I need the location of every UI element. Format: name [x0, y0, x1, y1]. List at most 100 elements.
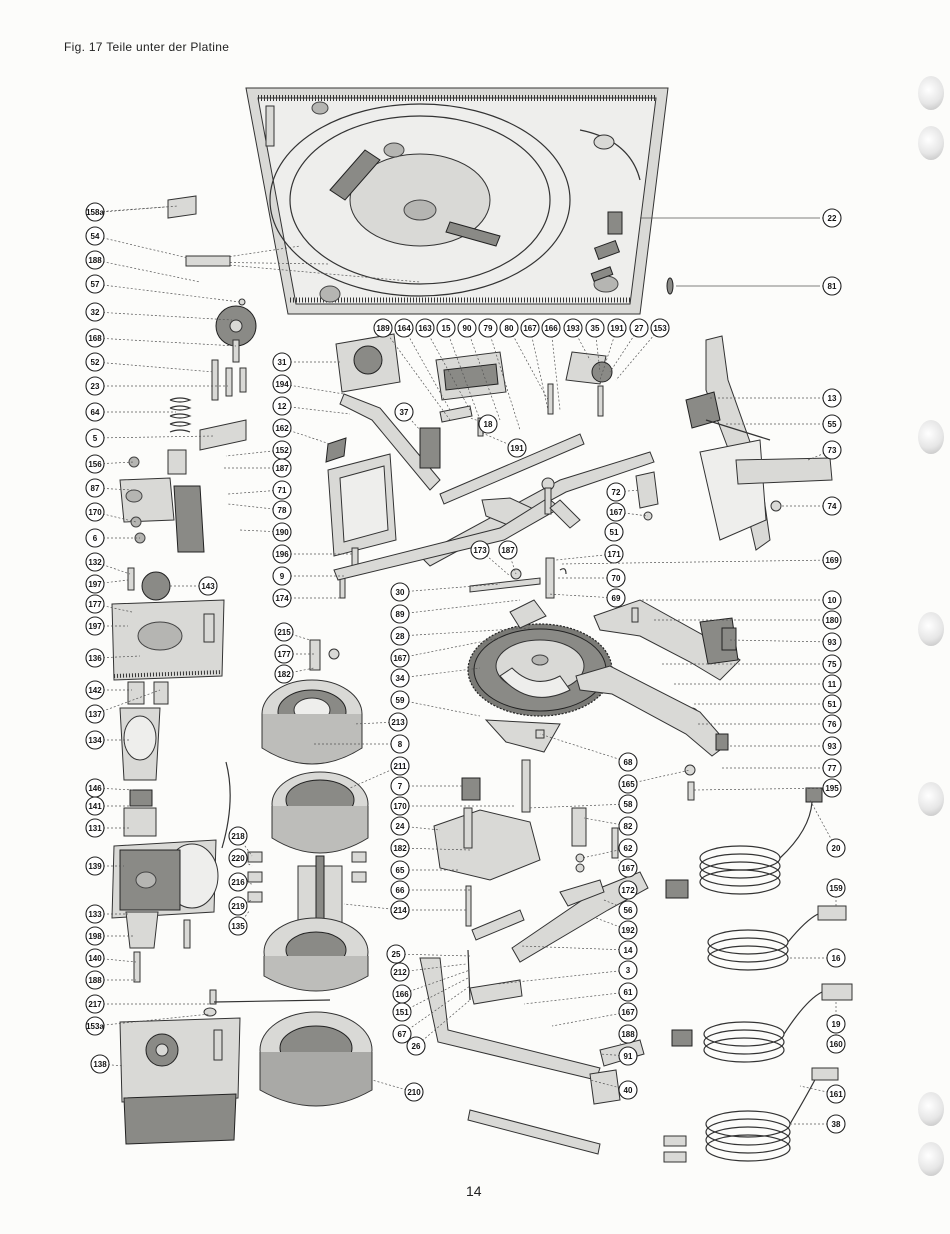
callout-number: 219: [231, 902, 245, 911]
callout-circle: [274, 622, 294, 642]
callout-number: 67: [398, 1030, 407, 1039]
callout-circle: [392, 1024, 412, 1044]
callout-number: 75: [828, 660, 837, 669]
callout-number: 51: [610, 528, 619, 537]
callout-circle: [85, 730, 105, 750]
callout-number: 210: [407, 1088, 421, 1097]
callout-circle: [85, 616, 105, 636]
part-callout: 75: [822, 654, 842, 674]
part-callout: 169: [822, 550, 842, 570]
callout-number: 188: [621, 1030, 635, 1039]
callout-number: 174: [275, 594, 289, 603]
leader-line: [583, 817, 629, 827]
leader-line: [547, 593, 617, 599]
callout-number: 31: [278, 358, 287, 367]
callout-circle: [822, 590, 842, 610]
part-callout: 192: [618, 920, 638, 940]
callout-number: 153a: [86, 1022, 104, 1031]
callout-circle: [272, 418, 292, 438]
callout-number: 34: [396, 674, 405, 683]
part-callout: 10: [822, 590, 842, 610]
callout-circle: [606, 568, 626, 588]
part-callout: 61: [618, 982, 638, 1002]
callout-number: 131: [88, 824, 102, 833]
callout-circle: [826, 1014, 846, 1034]
callout-number: 193: [566, 324, 580, 333]
page-number: 14: [466, 1183, 482, 1199]
callout-circle: [618, 1002, 638, 1022]
callout-number: 14: [624, 946, 633, 955]
part-callout: 66: [390, 880, 410, 900]
part-callout: 161: [826, 1084, 846, 1104]
leader-line: [539, 733, 629, 763]
part-callout: 91: [618, 1046, 638, 1066]
part-callout: 79: [478, 318, 498, 338]
part-callout: 210: [404, 1082, 424, 1102]
leader-line: [94, 259, 201, 283]
part-callout: 16: [826, 948, 846, 968]
punch-hole: [918, 1142, 944, 1176]
callout-number: 16: [832, 954, 841, 963]
callout-circle: [822, 674, 842, 694]
leader-line: [94, 311, 233, 321]
part-callout: 28: [390, 626, 410, 646]
callout-number: 58: [624, 800, 633, 809]
leader-line: [523, 991, 629, 1005]
callout-circle: [457, 318, 477, 338]
callout-circle: [390, 734, 410, 754]
callout-circle: [498, 540, 518, 560]
part-callout: 156: [85, 454, 105, 474]
callout-circle: [85, 402, 105, 422]
callout-circle: [470, 540, 490, 560]
part-callout: 191: [507, 438, 527, 458]
callout-circle: [85, 274, 105, 294]
callout-circle: [394, 402, 414, 422]
part-callout: 32: [85, 302, 105, 322]
callout-circle: [541, 318, 561, 338]
callout-number: 138: [93, 1060, 107, 1069]
callout-circle: [85, 478, 105, 498]
callout-circle: [390, 838, 410, 858]
leader-line: [94, 461, 135, 465]
callout-circle: [228, 896, 248, 916]
part-callout: 64: [85, 402, 105, 422]
callout-circle: [618, 920, 638, 940]
callout-circle: [822, 440, 842, 460]
callout-number: 165: [621, 780, 635, 789]
callout-number: 52: [91, 358, 100, 367]
callout-number: 82: [624, 822, 633, 831]
part-callout: 213: [388, 712, 408, 732]
leader-line: [615, 327, 661, 381]
part-callout: 93: [822, 736, 842, 756]
callout-number: 133: [88, 910, 102, 919]
callout-circle: [826, 948, 846, 968]
part-callout: 167: [520, 318, 540, 338]
callout-circle: [826, 838, 846, 858]
part-callout: 90: [457, 318, 477, 338]
callout-number: 81: [828, 282, 837, 291]
callout-number: 71: [278, 486, 287, 495]
callout-number: 93: [828, 638, 837, 647]
callout-circle: [272, 480, 292, 500]
part-callout: 160: [826, 1034, 846, 1054]
callout-number: 211: [394, 762, 407, 771]
part-callout: 7: [390, 776, 410, 796]
callout-number: 141: [88, 802, 102, 811]
part-callout: 26: [406, 1036, 426, 1056]
part-callout: 30: [390, 582, 410, 602]
callout-circle: [274, 664, 294, 684]
callout-number: 166: [395, 990, 409, 999]
callout-circle: [390, 756, 410, 776]
callout-circle: [85, 502, 105, 522]
part-callout: 188: [85, 970, 105, 990]
leader-line: [395, 953, 471, 957]
callout-circle: [85, 454, 105, 474]
callout-number: 7: [398, 782, 403, 791]
callout-circle: [272, 588, 292, 608]
callout-number: 68: [624, 758, 633, 767]
part-callout: 59: [390, 690, 410, 710]
leader-line: [94, 1013, 211, 1027]
callout-number: 187: [275, 464, 289, 473]
callout-circle: [563, 318, 583, 338]
